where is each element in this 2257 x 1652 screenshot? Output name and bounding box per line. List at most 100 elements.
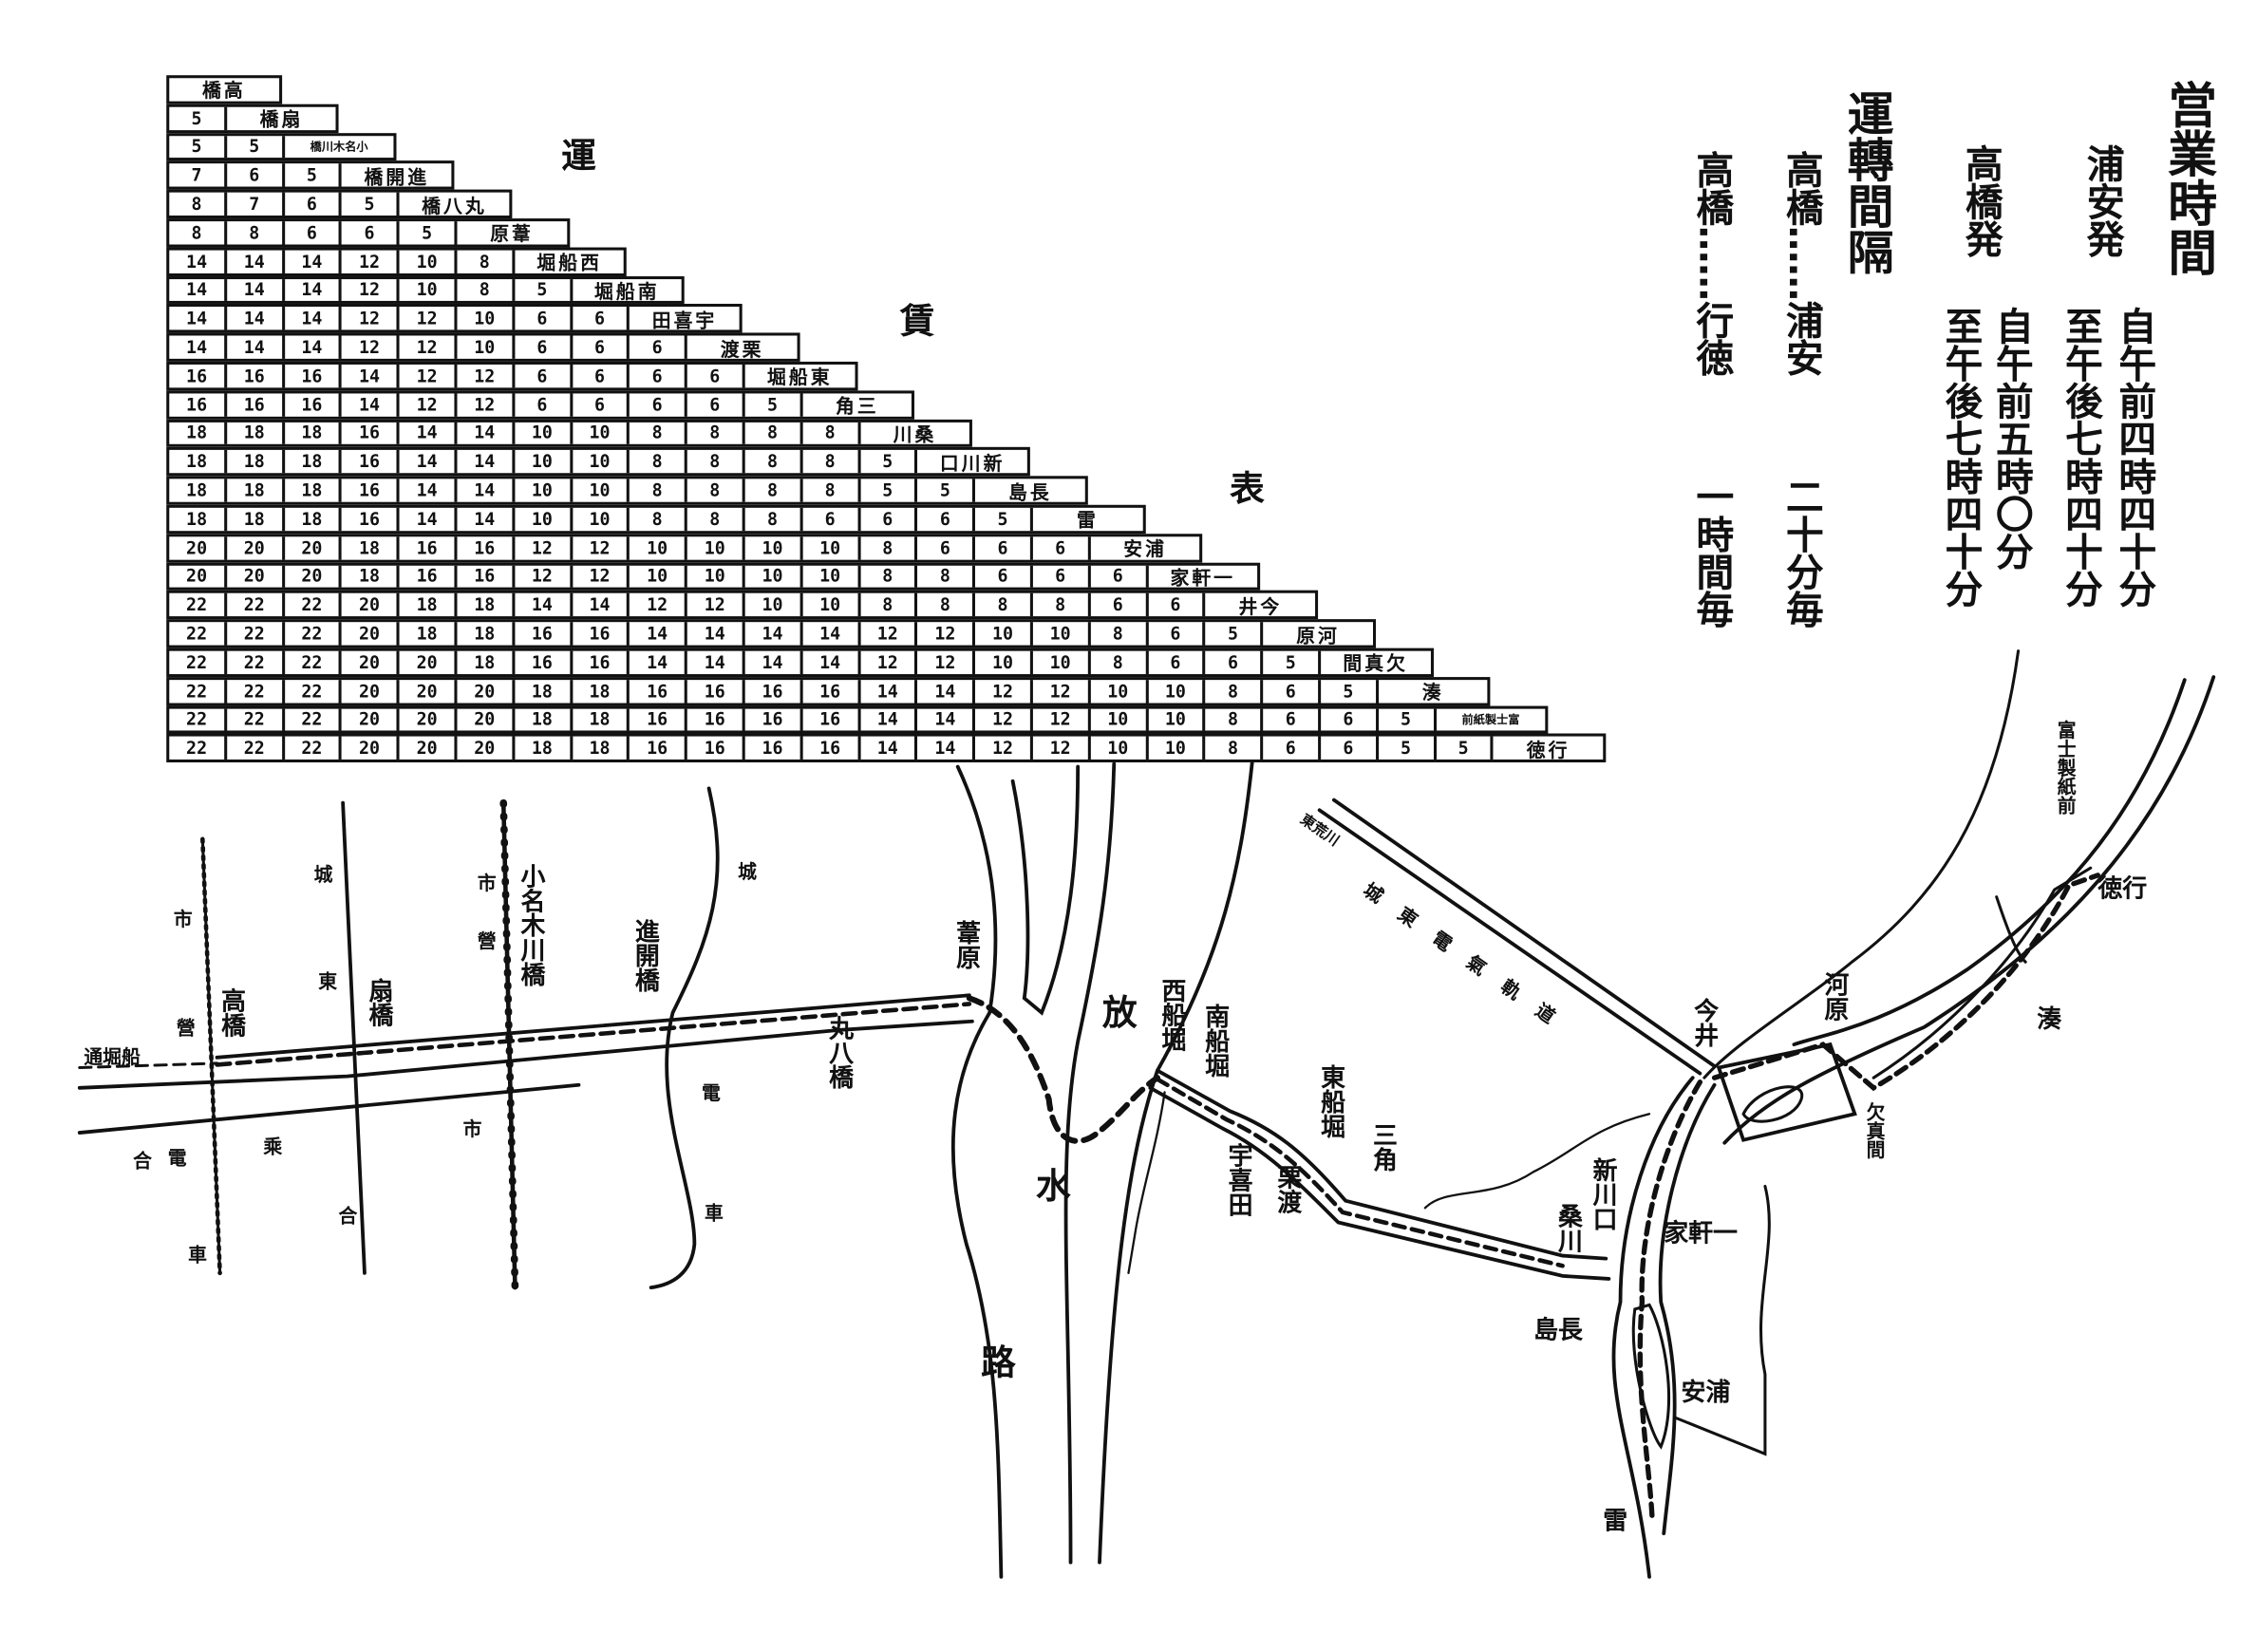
fare-cell: 18 [342, 535, 400, 560]
fare-cell: 20 [457, 679, 516, 703]
fare-cell: 6 [1321, 737, 1379, 760]
fare-cell: 20 [400, 737, 458, 760]
fare-cell: 16 [573, 622, 630, 646]
station-maruhachi: 丸八橋 [822, 1015, 853, 1090]
fare-cell: 12 [515, 565, 573, 589]
fare-cell: 12 [400, 364, 458, 388]
fare-cell: 16 [169, 364, 227, 388]
station-imai: 今井 [1688, 998, 1718, 1048]
road-left [78, 1061, 219, 1070]
urayasu-first: 自午前四時四十分 [2112, 307, 2156, 608]
island-box [1716, 1042, 1857, 1142]
fare-cell: 20 [169, 535, 227, 560]
fare-cell: 22 [227, 593, 285, 617]
fare-cell: 10 [630, 535, 688, 560]
fare-cell: 14 [285, 335, 343, 359]
fare-cell: 14 [169, 335, 227, 359]
edogawa-bank [1702, 649, 2021, 1079]
fare-cell: 8 [630, 450, 688, 474]
fare-table-station-label: 行徳 [1526, 740, 1570, 760]
fare-cell: 12 [687, 593, 745, 617]
fare-cell: 22 [285, 593, 343, 617]
fare-cell: 18 [573, 737, 630, 760]
fare-cell: 10 [457, 335, 516, 359]
fare-cell: 22 [285, 707, 343, 732]
fare-cell: 5 [975, 507, 1033, 531]
fare-cell: 22 [285, 622, 343, 646]
fare-cell: 22 [285, 650, 343, 674]
station-nagashima: 長島 [1533, 1316, 1583, 1346]
fare-cell: 5 [169, 135, 227, 159]
fare-cell: 5 [285, 163, 343, 187]
fare-cell: 20 [457, 737, 516, 760]
fare-cell: 10 [1033, 622, 1091, 646]
fare-cell: 6 [285, 221, 343, 245]
streetcar-line-3 [500, 800, 517, 1290]
streetcar-label: 市 [173, 910, 193, 932]
fare-table-station-label: 高橋 [202, 81, 246, 102]
fare-cell: 20 [342, 707, 400, 732]
fare-cell: 12 [975, 707, 1033, 732]
fare-cell: 16 [745, 737, 803, 760]
fare-cell: 6 [1148, 622, 1206, 646]
main-road-lower [77, 1019, 974, 1090]
fare-table-station-label: 浦安 [1123, 539, 1167, 560]
fare-cell: 6 [573, 307, 630, 330]
streetcar-label: 車 [188, 1245, 207, 1267]
fare-cell: 12 [342, 278, 400, 302]
river-label-char: 水 [1035, 1166, 1071, 1207]
fare-table-station-label: 進開橋 [364, 167, 430, 187]
fare-cell: 10 [515, 422, 573, 445]
fare-cell: 20 [342, 622, 400, 646]
fare-cell: 16 [169, 393, 227, 417]
streetcar-line-horizontal [77, 1082, 581, 1135]
streetcar-label: 合 [338, 1206, 358, 1229]
road-label: 船堀通 [84, 1047, 141, 1070]
fare-cell: 8 [918, 565, 976, 589]
island-oval [1741, 1085, 1804, 1123]
fare-cell: 16 [515, 650, 573, 674]
fare-table-station-label: 三角 [836, 396, 879, 417]
fare-cell: 10 [1090, 707, 1149, 732]
fare-table-station-label: 今井 [1238, 596, 1283, 617]
fare-cell: 8 [457, 278, 516, 302]
fare-cell: 8 [227, 221, 285, 245]
streetcar-label: 城 [738, 862, 757, 884]
fare-cell: 16 [400, 535, 458, 560]
fare-cell: 10 [745, 535, 803, 560]
fare-cell: 22 [169, 650, 227, 674]
fare-cell: 5 [860, 479, 918, 502]
fare-cell: 6 [1090, 565, 1149, 589]
fare-cell: 10 [515, 450, 573, 474]
fare-cell: 18 [573, 707, 630, 732]
river-label-char: 放 [1102, 992, 1138, 1033]
bus-route-trunk [1637, 1079, 1703, 1522]
fare-cell: 14 [802, 622, 860, 646]
station-ukita: 宇喜田 [1222, 1142, 1252, 1217]
fare-cell: 18 [227, 450, 285, 474]
fare-cell: 18 [457, 593, 516, 617]
fare-cell: 16 [342, 479, 400, 502]
streetcar-label: 東 [318, 971, 338, 994]
station-minato: 湊 [2037, 1004, 2062, 1035]
fare-cell: 14 [860, 679, 918, 703]
fare-cell: 14 [457, 507, 516, 531]
fare-table-station-label: 新川口 [939, 454, 1006, 474]
fare-cell: 16 [745, 707, 803, 732]
station-ashihara: 葦原 [950, 920, 980, 969]
fare-cell: 14 [285, 278, 343, 302]
fare-cell: 20 [227, 565, 285, 589]
fare-cell: 8 [802, 422, 860, 445]
fare-cell: 6 [573, 364, 630, 388]
fare-cell: 12 [860, 650, 918, 674]
fare-cell: 10 [975, 622, 1033, 646]
fare-cell: 8 [745, 479, 803, 502]
bus-route-gyotoku [1711, 873, 2101, 1092]
